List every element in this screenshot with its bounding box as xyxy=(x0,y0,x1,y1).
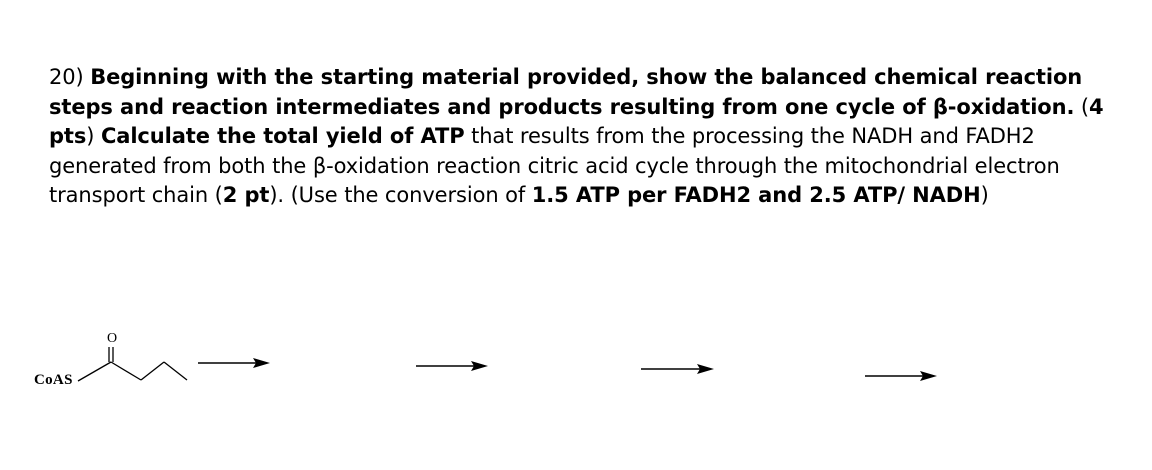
starting-material-structure xyxy=(77,347,188,382)
reaction-scheme-drawing xyxy=(77,347,937,382)
question-text: 20) Beginning with the starting material… xyxy=(49,63,1109,211)
atp-yield-description: that results from the processing the NAD… xyxy=(49,124,1060,207)
bond-c1-c2 xyxy=(110,361,142,381)
question-number: 20) xyxy=(49,65,84,89)
reaction-scheme: CoAS O xyxy=(0,300,1152,420)
reaction-arrow-1 xyxy=(198,358,270,368)
points-open-paren-2: ( xyxy=(214,183,223,207)
points-open-paren: ( xyxy=(1080,94,1090,119)
coas-label: CoAS xyxy=(34,372,73,388)
bond-c2-c3 xyxy=(140,361,165,381)
points-value-1: 4 pts xyxy=(49,94,1104,149)
reaction-arrow-3 xyxy=(641,364,714,374)
bond-s-c1 xyxy=(77,361,112,382)
atp-yield-instruction: Calculate the total yield of ATP xyxy=(100,124,465,148)
points-close-paren-2: ). xyxy=(269,183,285,207)
bond-c3-c4 xyxy=(163,361,188,381)
question-instruction: Beginning with the starting material pro… xyxy=(49,65,1083,119)
points-value-2: 2 pt xyxy=(222,183,270,207)
reaction-arrow-4 xyxy=(865,371,937,381)
reaction-arrow-2 xyxy=(416,361,488,371)
conversion-intro: (Use the conversion of xyxy=(290,183,526,207)
conversion-factors: 1.5 ATP per FADH2 and 2.5 ATP/ NADH xyxy=(531,183,981,207)
points-close-paren: ) xyxy=(86,124,95,148)
carbonyl-oxygen-label: O xyxy=(107,331,118,346)
conversion-close-paren: ) xyxy=(980,183,989,207)
